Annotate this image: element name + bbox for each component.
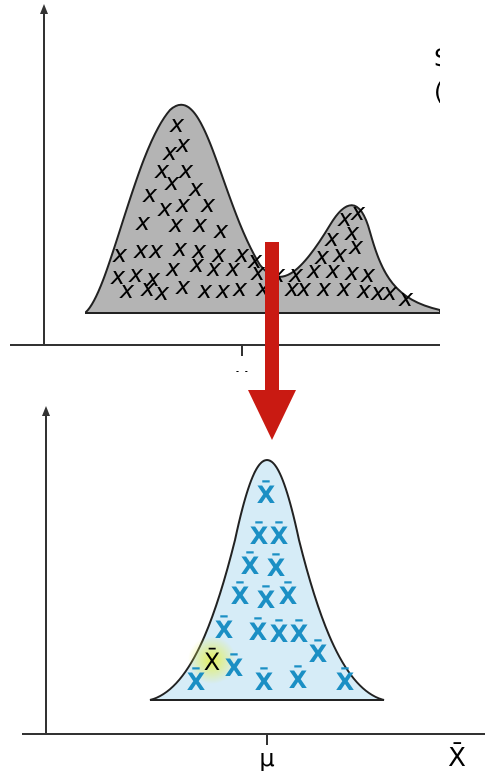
arrow-shaft	[265, 242, 279, 392]
population-x-marker: x	[178, 156, 194, 184]
sample-mean-markers: X̄X̄X̄X̄X̄X̄X̄X̄X̄X̄X̄X̄X̄X̄X̄X̄X̄X̄X̄	[187, 479, 355, 696]
right-crop-mask	[440, 0, 485, 380]
population-x-marker: x	[234, 240, 250, 268]
population-x-marker: x	[206, 254, 222, 282]
population-x-marker: x	[350, 198, 366, 226]
population-x-marker: x	[191, 236, 207, 264]
sample-mean-marker: X̄	[289, 664, 308, 694]
highlight-glow	[188, 636, 236, 684]
population-x-marker: x	[306, 256, 322, 284]
population-x-marker: x	[119, 276, 135, 304]
population-x-marker: x	[360, 260, 376, 288]
population-x-marker: x	[135, 208, 151, 236]
sample-mean-marker: X̄	[270, 520, 289, 550]
y-axis-arrowhead	[40, 4, 48, 14]
bottom-mu-label: μ	[259, 744, 274, 772]
x-axis-label: X̄	[448, 741, 466, 773]
population-x-marker: x	[336, 274, 352, 302]
population-x-marker: x	[175, 190, 191, 218]
population-x-marker: x	[192, 210, 208, 238]
y-axis-arrowhead	[42, 406, 50, 416]
population-x-marker: x	[157, 194, 173, 222]
population-x-marker: x	[175, 130, 191, 158]
sample-mean-marker: X̄	[249, 616, 268, 646]
population-x-marker: x	[225, 254, 241, 282]
population-x-marker: x	[344, 258, 360, 286]
sample-mean-marker: X̄	[215, 614, 234, 644]
sampling-distribution-plot: X̄X̄X̄X̄X̄X̄X̄X̄X̄X̄X̄X̄X̄X̄X̄X̄X̄X̄X̄ μ…	[22, 406, 485, 773]
population-x-marker: x	[288, 260, 304, 288]
sample-mean-marker: X̄	[257, 479, 276, 509]
population-x-marker: x	[284, 274, 300, 302]
population-x-marker: x	[168, 210, 184, 238]
highlighted-sample-mean: X̄	[204, 647, 220, 676]
population-x-marker: x	[348, 232, 364, 260]
arrow-head	[248, 390, 296, 440]
sample-mean-marker: X̄	[241, 550, 260, 580]
population-x-marker: x	[172, 234, 188, 262]
population-x-marker: x	[213, 216, 229, 244]
population-x-marker: x	[133, 236, 149, 264]
population-x-marker: x	[162, 138, 178, 166]
sample-mean-marker: X̄	[290, 618, 309, 648]
sample-mean-marker: X̄	[225, 652, 244, 682]
population-x-marker: x	[382, 278, 398, 306]
population-x-marker: x	[247, 246, 263, 274]
sample-mean-marker: X̄	[187, 666, 206, 696]
population-x-marker: x	[112, 240, 128, 268]
population-x-marker: x	[314, 242, 330, 270]
sample-mean-marker: X̄	[309, 638, 328, 668]
population-x-marker: x	[140, 274, 156, 302]
population-x-marker: x	[344, 218, 360, 246]
population-x-marker: x	[325, 256, 341, 284]
population-x-marker: x	[324, 224, 340, 252]
sample-mean-marker: X̄	[279, 580, 298, 610]
sample-mean-marker: X̄	[336, 666, 355, 696]
sample-mean-marker: X̄	[255, 666, 274, 696]
sample-mean-marker: X̄	[231, 580, 250, 610]
population-x-marker: x	[169, 110, 185, 138]
population-x-marker: x	[211, 240, 227, 268]
population-x-marker: x	[332, 240, 348, 268]
population-x-marker: x	[398, 284, 414, 312]
population-x-marker: x	[148, 236, 164, 264]
population-x-marker: x	[232, 274, 248, 302]
population-x-marker: x	[337, 204, 353, 232]
sample-mean-marker: X̄	[257, 584, 276, 614]
population-x-marker: x	[188, 174, 204, 202]
population-x-marker: x	[142, 180, 158, 208]
population-x-marker: x	[154, 156, 170, 184]
population-x-marker: x	[145, 264, 161, 292]
cut-text-2: (	[434, 78, 443, 106]
sampling-arrow	[248, 242, 296, 440]
population-x-marker: x	[189, 250, 205, 278]
population-x-marker: x	[110, 262, 126, 290]
population-x-marker: x	[296, 274, 312, 302]
population-x-marker: x	[316, 274, 332, 302]
population-x-marker: x	[175, 272, 191, 300]
population-x-marker: x	[128, 260, 144, 288]
population-x-marker: x	[250, 258, 266, 286]
population-x-marker: x	[197, 276, 213, 304]
population-x-marker: x	[154, 278, 170, 306]
sample-mean-marker: X̄	[270, 618, 289, 648]
population-x-marker: x	[370, 278, 386, 306]
population-x-marker: x	[200, 190, 216, 218]
mu-label-crop-mask	[225, 372, 265, 392]
population-x-marker: x	[165, 254, 181, 282]
population-x-marker: x	[164, 168, 180, 196]
sample-mean-marker: X̄	[250, 520, 269, 550]
population-x-marker: x	[356, 276, 372, 304]
population-x-marker: x	[215, 276, 231, 304]
sample-mean-marker: X̄	[267, 552, 286, 582]
